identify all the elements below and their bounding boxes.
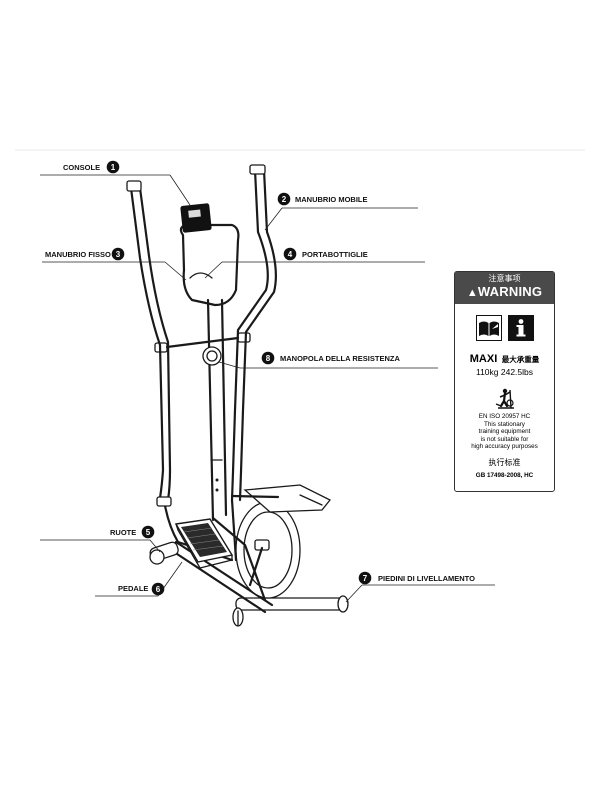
callout-label: PORTABOTTIGLIE: [302, 250, 368, 259]
moving-handlebar-left: [129, 186, 165, 500]
warning-label: 注意事项 ▲WARNING MAXI 最大承重量 110kg 242.5lbs: [454, 271, 555, 492]
callout-pedal: PEDALE 6: [95, 561, 183, 597]
callout-fixed-handlebar: MANUBRIO FISSO 3: [42, 247, 187, 281]
callout-number: 8: [266, 354, 271, 363]
warning-title: WARNING: [477, 284, 543, 299]
callout-number: 5: [146, 528, 151, 537]
resistance-knob: [202, 346, 222, 366]
info-icon: [507, 315, 534, 341]
console-display: [180, 203, 212, 233]
callout-resistance-knob: 8 MANOPOLA DELLA RESISTENZA: [218, 351, 438, 369]
gb-standard: GB 17498-2008, HC: [475, 471, 534, 479]
callout-label: CONSOLE: [63, 163, 100, 172]
warning-title-cn: 注意事项: [488, 274, 521, 283]
warning-icons: [455, 315, 554, 341]
callout-number: 6: [156, 585, 161, 594]
wheel-icon: [149, 549, 165, 565]
callout-label: PEDALE: [118, 584, 148, 593]
callout-number: 4: [288, 250, 293, 259]
callout-number: 2: [282, 195, 287, 204]
callout-number: 3: [116, 250, 121, 259]
max-load-cn: 最大承重量: [501, 355, 540, 364]
user-on-elliptical-icon: [455, 388, 554, 412]
callout-number: 1: [111, 163, 116, 172]
callout-wheels: RUOTE 5: [40, 525, 161, 553]
warning-header: 注意事项 ▲WARNING: [455, 272, 554, 304]
callout-label: PIEDINI DI LIVELLAMENTO: [378, 574, 475, 583]
callout-label: MANUBRIO FISSO: [45, 250, 111, 259]
callout-label: RUOTE: [110, 528, 136, 537]
warning-triangle-icon: ▲: [466, 287, 478, 299]
manual-book-icon: [475, 315, 502, 341]
callout-moving-handlebar: 2 MANUBRIO MOBILE: [264, 192, 418, 231]
callout-label: MANUBRIO MOBILE: [295, 195, 368, 204]
callout-bottle-holder: 4 PORTABOTTIGLIE: [204, 247, 425, 279]
callout-label: MANOPOLA DELLA RESISTENZA: [280, 354, 400, 363]
callout-leveling-feet: 7 PIEDINI DI LIVELLAMENTO: [345, 571, 495, 603]
max-load-value: 110kg 242.5lbs: [475, 367, 534, 377]
callout-number: 7: [363, 574, 368, 583]
max-load-label: MAXI: [469, 353, 498, 365]
elliptical-trainer-drawing: [126, 164, 349, 627]
moving-handlebar-right: [230, 168, 269, 502]
exec-standard-cn: 执行标准: [488, 457, 521, 467]
callout-console: CONSOLE 1: [40, 160, 191, 206]
standard-text: EN ISO 20957 HC This stationary training…: [471, 413, 538, 450]
